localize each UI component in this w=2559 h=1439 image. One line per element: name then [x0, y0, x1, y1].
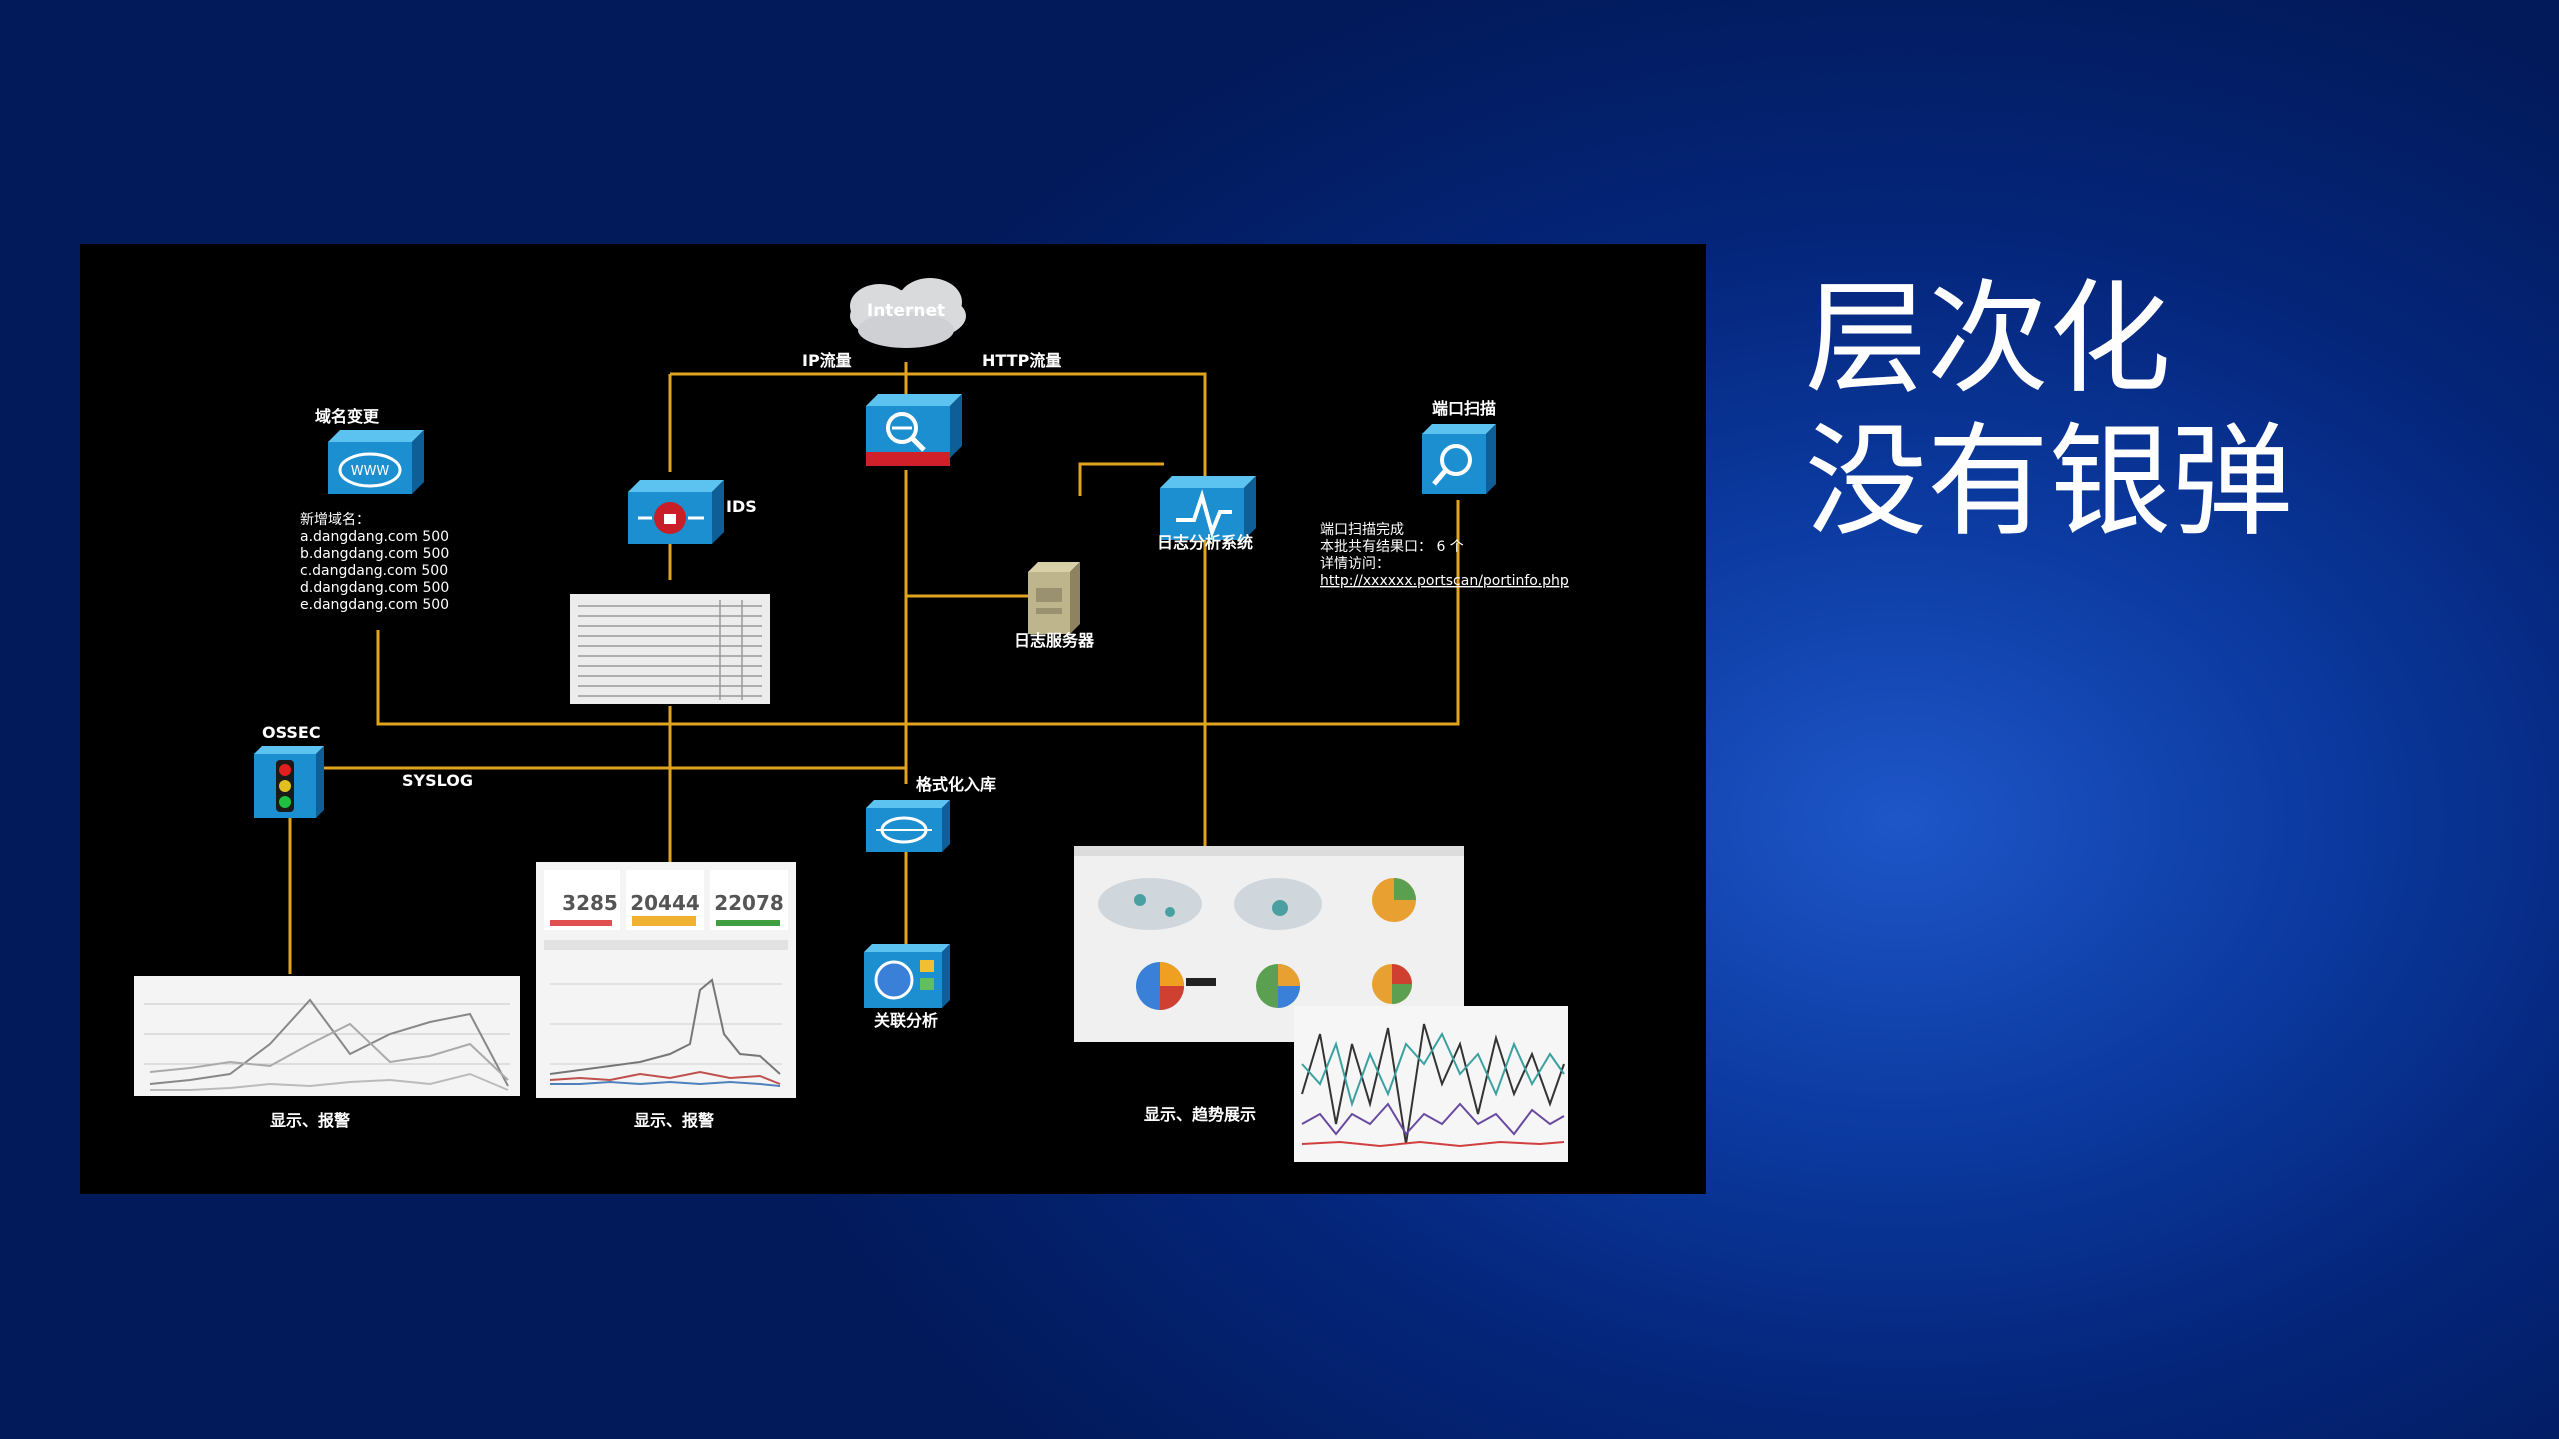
domain-list-item: d.dangdang.com 500 [300, 580, 449, 596]
syslog-label: SYSLOG [402, 771, 473, 790]
internet-cloud-icon [850, 278, 966, 348]
caption-right: 显示、趋势展示 [1144, 1105, 1256, 1124]
caption-middle: 显示、报警 [634, 1111, 714, 1130]
domain-list-title: 新增域名： [300, 512, 370, 528]
domain-change-label: 域名变更 [315, 407, 380, 426]
format-storage-label: 格式化入库 [916, 775, 996, 794]
heading-line-1: 层次化 [1805, 268, 2171, 410]
stat-value: 22078 [714, 891, 784, 915]
caption-left: 显示、报警 [270, 1111, 350, 1130]
http-traffic-label: HTTP流量 [982, 351, 1061, 370]
domain-list-item: b.dangdang.com 500 [300, 546, 449, 562]
correlation-analysis-icon [864, 944, 950, 1008]
domain-list-item: a.dangdang.com 500 [300, 529, 449, 545]
internet-label: Internet [867, 301, 945, 321]
ossec-label: OSSEC [262, 723, 321, 742]
heading-line-2: 没有银弹 [1805, 411, 2293, 553]
port-scan-label: 端口扫描 [1432, 399, 1496, 418]
ossec-trend-chart [134, 976, 520, 1096]
trend-line-chart [1294, 1006, 1568, 1162]
stats-dashboard [536, 862, 796, 1098]
port-scan-info-line: 端口扫描完成 [1320, 522, 1404, 538]
correlation-label: 关联分析 [874, 1011, 938, 1030]
domain-monitor-device-icon: WWW [328, 430, 424, 494]
ids-label: IDS [726, 497, 757, 516]
traffic-analyzer-device-icon [866, 394, 962, 466]
svg-text:WWW: WWW [351, 464, 390, 479]
log-server-label: 日志服务器 [1014, 631, 1095, 650]
ids-alert-table [570, 594, 770, 704]
stat-value: 20444 [630, 891, 700, 915]
ossec-device-icon [254, 746, 324, 818]
ip-traffic-label: IP流量 [802, 351, 852, 370]
stat-value: 3285 [562, 891, 618, 915]
port-scan-url: http://xxxxxx.portscan/portinfo.php [1320, 573, 1569, 589]
log-server-icon [1028, 562, 1080, 634]
domain-list-item: c.dangdang.com 500 [300, 563, 448, 579]
port-scan-info-line: 本批共有结果口： 6 个 [1320, 539, 1464, 555]
network-diagram: Internet IP流量 HTTP流量 域名变更 WWW 新增域名： a.da… [80, 244, 1706, 1194]
port-scan-device-icon [1422, 424, 1496, 494]
diagram-canvas: Internet IP流量 HTTP流量 域名变更 WWW 新增域名： a.da… [134, 278, 1569, 1162]
port-scan-info-line: 详情访问： [1320, 556, 1390, 572]
connection-lines [288, 362, 1460, 974]
format-storage-device-icon [866, 800, 950, 852]
log-analysis-device-icon [1160, 476, 1256, 540]
log-analysis-label: 日志分析系统 [1157, 533, 1253, 552]
ids-device-icon [628, 480, 724, 544]
domain-list-item: e.dangdang.com 500 [300, 597, 449, 613]
slide-heading: 层次化 没有银弹 [1805, 268, 2293, 554]
